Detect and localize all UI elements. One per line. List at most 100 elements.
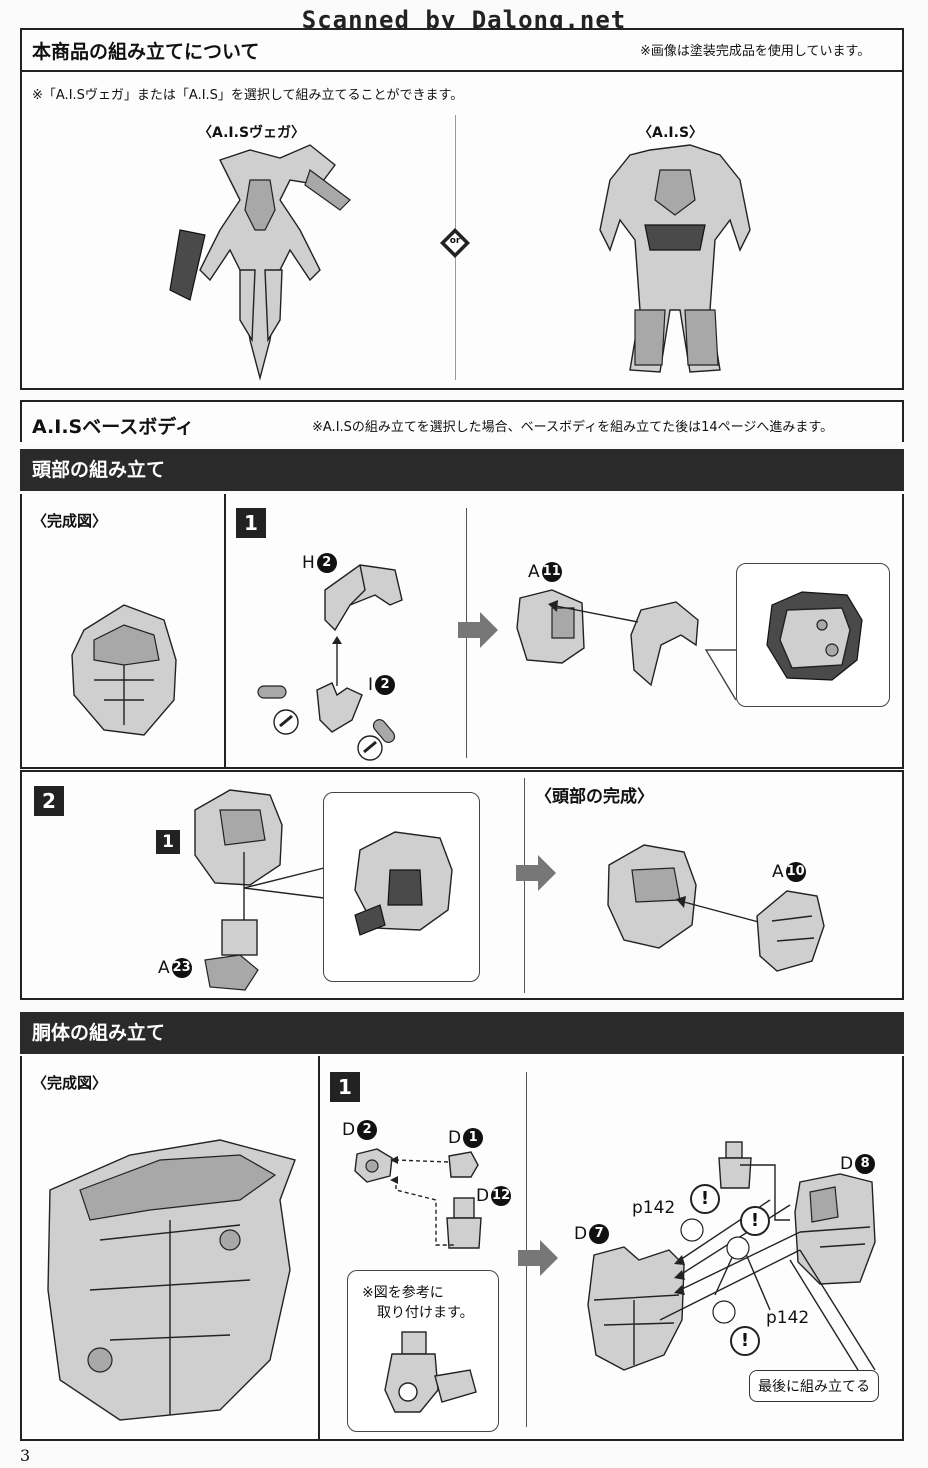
head-part-h2 [324,564,403,632]
socket-circle-b [726,1236,750,1260]
assembly-arrow-up [332,636,342,686]
ref-step1-badge: 1 [156,830,180,854]
or-badge-label: or [449,236,461,246]
head-part-a10 [756,890,825,972]
warning-mark-2: ! [740,1206,770,1236]
torso-flow-arrow [518,1240,558,1276]
torso-part-d12 [446,1197,482,1249]
label-ais: 〈A.I.S〉 [638,125,704,141]
torso-complete-figure [47,1139,296,1421]
part-letter: D [840,1154,854,1174]
head-part-i2 [316,682,363,733]
part-number-badge: 23 [171,958,192,978]
socket-circle-a [680,1218,704,1242]
head-done-figure [607,844,697,949]
assembly-arrow-left-2 [676,896,767,925]
torso-complete-label: 〈完成図〉 [32,1074,108,1092]
step-flow-arrow [458,612,498,648]
photo-note: ※画像は塗装完成品を使用しています。 [640,44,871,59]
part-letter: A [158,958,170,978]
section-about-assembly [20,28,904,390]
or-diamond-icon [440,228,470,258]
peg-left [257,685,299,735]
connector-line [243,852,245,932]
part-number-badge: 2 [357,1120,378,1140]
page-number: 3 [20,1446,31,1465]
head-complete-divider [224,494,226,769]
part-number-badge: 7 [589,1224,610,1244]
head-detail-figure [766,591,863,681]
torso-part-d7 [587,1246,685,1371]
head-assembly-bar: 頭部の組み立て [20,449,904,491]
head-part-a23 [204,919,259,991]
dashed-guides [390,1156,454,1246]
part-number-badge: 2 [375,675,396,695]
section-about-title: 本商品の組み立てについて [32,41,260,63]
head-step2-detail-figure [354,831,453,936]
head-complete-label: 〈完成図〉 [32,512,108,530]
part-letter: D [574,1224,588,1244]
head-step2-divider [524,778,525,993]
ais-figure-image [599,144,751,373]
part-letter: I [368,675,374,695]
hint-line2: 取り付けます。 [377,1305,474,1321]
assembly-arrow-left [548,600,639,623]
page-ref-p142-a: p142 [632,1198,676,1218]
hint-line1: ※図を参考に [362,1285,444,1301]
part-number-badge: 1 [463,1128,484,1148]
base-body-note: ※A.I.Sの組み立てを選択した場合、ベースボディを組み立てた後は14ページへ進… [312,420,834,435]
warning-icon: ! [740,1330,750,1351]
warning-icon: ! [750,1210,760,1231]
socket-circle-c [712,1300,736,1324]
head-step2-number: 2 [34,786,64,816]
part-letter: D [476,1186,490,1206]
torso-part-d8 [794,1173,876,1285]
part-number-badge: 2 [316,553,337,573]
head-done-label: 〈頭部の完成〉 [535,787,654,807]
torso-part-d1 [448,1151,479,1178]
part-number-badge: 8 [855,1154,876,1174]
part-letter: H [302,553,315,573]
page-ref-p142-b: p142 [766,1308,810,1328]
part-number-badge: 10 [785,862,806,882]
part-letter: D [448,1128,462,1148]
head-step1-number: 1 [236,508,266,538]
hint-figure [384,1331,477,1413]
torso-assembly-lines [659,1164,876,1371]
torso-step1-number: 1 [330,1072,360,1102]
warning-mark-1: ! [690,1184,720,1214]
section-about-divider [20,70,904,72]
torso-complete-divider [318,1056,320,1441]
callout-lines [243,867,325,899]
part-letter: D [342,1120,356,1140]
torso-step1-mid-divider [526,1072,527,1427]
ais-vega-figure-image [169,144,351,381]
head-complete-figure [71,604,177,736]
callout-pointer [704,649,737,701]
section-base-body [20,400,904,442]
part-letter: A [772,862,784,882]
last-assembly-note: 最後に組み立てる [749,1370,879,1402]
warning-icon: ! [700,1188,710,1209]
torso-part-d2 [354,1148,393,1183]
head-part-visor [630,601,699,687]
peg-right [357,719,396,761]
section-base-body-title: A.I.Sベースボディ [32,416,194,438]
part-number-badge: 11 [541,562,562,582]
select-note: ※「A.I.Sヴェガ」または「A.I.S」を選択して組み立てることができます。 [32,88,464,103]
label-ais-vega: 〈A.I.Sヴェガ〉 [198,125,306,141]
warning-mark-3: ! [730,1326,760,1356]
head-step2-assembly [194,789,283,886]
part-number-badge: 12 [491,1186,512,1206]
step2-flow-arrow [516,855,556,891]
